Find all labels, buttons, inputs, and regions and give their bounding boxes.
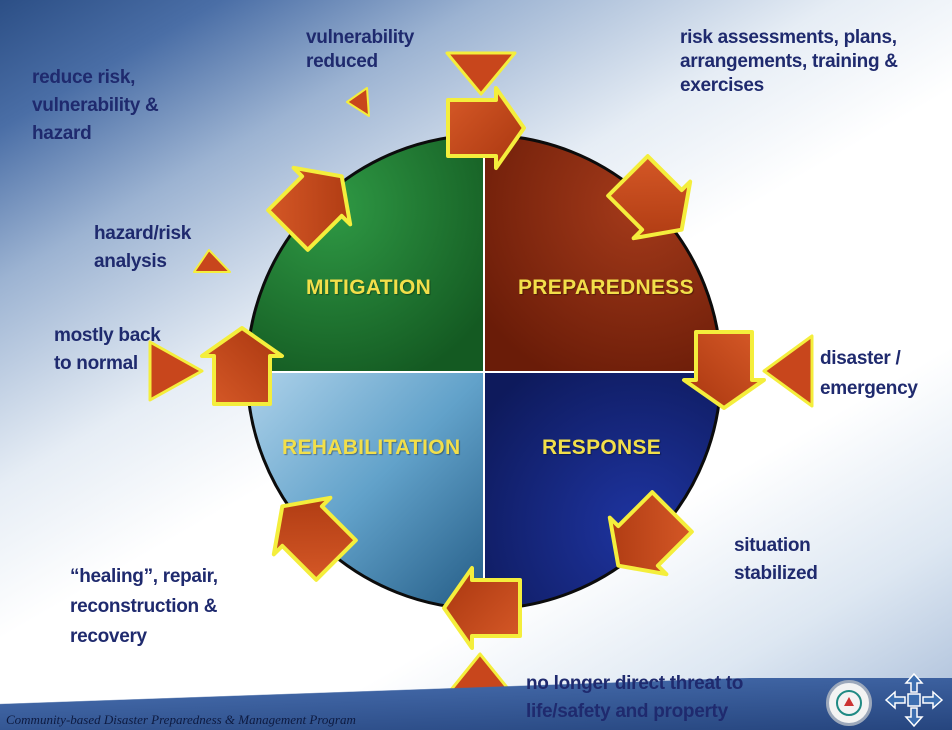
seal-logo-icon <box>826 680 872 726</box>
label-disaster-emergency: disaster / emergency <box>820 348 918 399</box>
label-vulnerability-reduced: vulnerability reduced <box>306 27 415 72</box>
footer-program-name: Community-based Disaster Preparedness & … <box>6 712 356 727</box>
pointer-triangle-hazard <box>193 249 231 273</box>
label-mostly-back: mostly back to normal <box>54 325 161 374</box>
cycle-arrow-bottom <box>442 566 522 650</box>
pointer-triangle-mostly-back <box>148 340 204 402</box>
cycle-arrow-upper-left <box>266 165 353 252</box>
label-reduce-risk: reduce risk, vulnerability & hazard <box>32 67 159 144</box>
quadrant-preparedness <box>484 135 721 372</box>
pointer-triangle-vulnerability <box>346 87 370 117</box>
cycle-arrow-upper-right <box>606 154 693 241</box>
cycle-arrow-left <box>200 326 284 406</box>
quadrant-mitigation <box>247 135 484 372</box>
label-risk-assessments: risk assessments, plans, arrangements, t… <box>680 27 898 96</box>
label-healing: “healing”, repair, reconstruction & reco… <box>70 566 218 647</box>
quadrant-rehabilitation <box>247 372 484 609</box>
footer-bar <box>0 678 952 730</box>
cycle-arrow-lower-left <box>271 495 358 582</box>
label-hazard-risk-analysis: hazard/risk analysis <box>94 223 192 272</box>
label-no-longer-threat: no longer direct threat to life/safety a… <box>526 673 744 722</box>
label-situation-stabilized: situation stabilized <box>734 535 818 584</box>
phase-label-preparedness: PREPAREDNESS <box>518 276 694 299</box>
phase-label-mitigation: MITIGATION <box>306 276 432 299</box>
phase-label-rehabilitation: REHABILITATION <box>282 436 461 459</box>
cycle-arrow-right <box>682 330 766 410</box>
four-arrows-logo-icon <box>884 672 944 728</box>
cycle-arrow-top <box>446 86 526 170</box>
pointer-triangle-top <box>445 51 517 96</box>
quadrant-response <box>484 372 721 609</box>
phase-label-response: RESPONSE <box>542 436 662 459</box>
pointer-triangle-disaster <box>762 334 814 408</box>
cycle-arrow-lower-right <box>607 490 694 577</box>
